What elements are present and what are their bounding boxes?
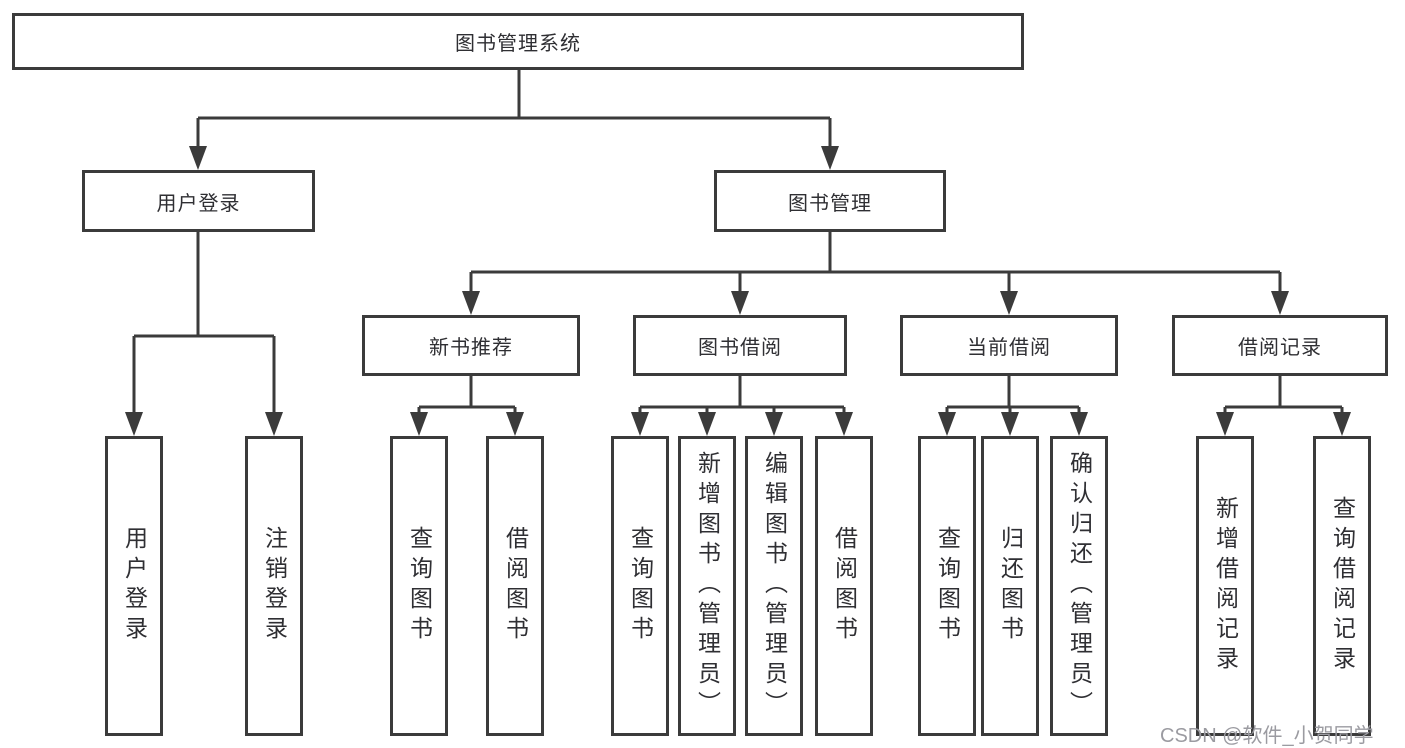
- node-label: 借阅记录: [1238, 337, 1322, 359]
- node-label: 当前借阅: [967, 337, 1051, 359]
- leaf-label: 归还图书: [997, 526, 1024, 646]
- leaf-label: 注销登录: [261, 526, 288, 646]
- leaf-label: 用户登录: [121, 526, 148, 646]
- leaf-label: 查询借阅记录: [1329, 496, 1356, 676]
- leaf-label: 查询图书: [406, 526, 433, 646]
- leaf-return-books: 归还图书: [981, 436, 1039, 736]
- leaf-label: 借阅图书: [831, 526, 858, 646]
- node-label: 图书管理系统: [455, 33, 581, 55]
- leaf-add-borrow-record: 新增借阅记录: [1196, 436, 1254, 736]
- leaf-borrow-books: 借阅图书: [815, 436, 873, 736]
- node-borrowing-records: 借阅记录: [1172, 315, 1388, 376]
- csdn-watermark: CSDN @软件_小贺同学: [1160, 725, 1374, 747]
- leaf-confirm-return-admin: 确认归还（管理员）: [1050, 436, 1108, 736]
- node-book-management: 图书管理: [714, 170, 946, 232]
- node-new-book-recommend: 新书推荐: [362, 315, 580, 376]
- node-label: 用户登录: [156, 192, 241, 215]
- node-current-borrowing: 当前借阅: [900, 315, 1118, 376]
- leaf-label: 查询图书: [627, 526, 654, 646]
- leaf-query-borrow-record: 查询借阅记录: [1313, 436, 1371, 736]
- leaf-query-books-recommend: 查询图书: [390, 436, 448, 736]
- node-book-borrowing: 图书借阅: [633, 315, 847, 376]
- node-label: 图书借阅: [698, 337, 782, 359]
- leaf-label: 确认归还（管理员）: [1066, 451, 1093, 721]
- leaf-label: 借阅图书: [502, 526, 529, 646]
- node-label: 图书管理: [788, 192, 872, 215]
- leaf-query-books-current: 查询图书: [918, 436, 976, 736]
- leaf-logout: 注销登录: [245, 436, 303, 736]
- leaf-label: 新增借阅记录: [1212, 496, 1239, 676]
- leaf-label: 查询图书: [934, 526, 961, 646]
- leaf-add-book-admin: 新增图书（管理员）: [678, 436, 736, 736]
- node-user-login: 用户登录: [82, 170, 315, 232]
- leaf-borrow-books-recommend: 借阅图书: [486, 436, 544, 736]
- arrowheads: [125, 146, 1351, 436]
- node-label: 新书推荐: [429, 337, 513, 359]
- leaf-label: 编辑图书（管理员）: [761, 451, 788, 721]
- leaf-label: 新增图书（管理员）: [694, 451, 721, 721]
- leaf-query-books-borrow: 查询图书: [611, 436, 669, 736]
- leaf-user-login: 用户登录: [105, 436, 163, 736]
- node-library-system: 图书管理系统: [12, 13, 1024, 70]
- leaf-edit-book-admin: 编辑图书（管理员）: [745, 436, 803, 736]
